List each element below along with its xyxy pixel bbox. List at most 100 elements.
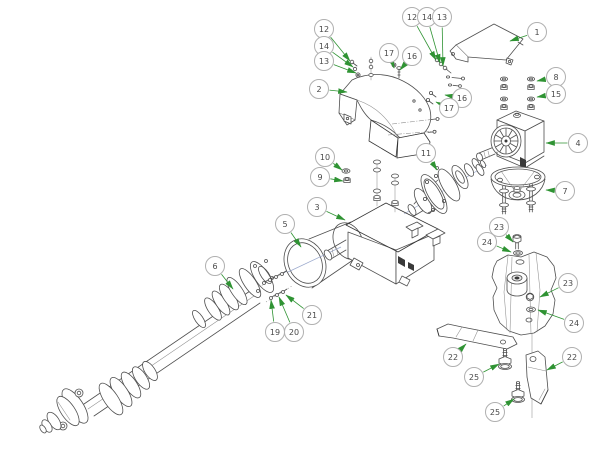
balloon-number: 11 — [421, 149, 431, 158]
callout-13: 13 — [314, 51, 357, 74]
leader-line — [483, 363, 500, 373]
balloon-number: 13 — [319, 57, 329, 66]
leader-line — [503, 398, 515, 407]
support-dish — [490, 166, 546, 215]
balloon-number: 17 — [444, 104, 454, 113]
leader-line — [330, 176, 344, 183]
balloon-number: 12 — [319, 25, 329, 34]
balloon-number: 19 — [270, 328, 280, 337]
leader-line — [330, 36, 351, 62]
balloon-number: 7 — [562, 187, 567, 196]
leader-line — [326, 211, 346, 221]
callout-17: 17 — [435, 98, 459, 118]
balloon-circle — [555, 181, 575, 201]
leader-line — [399, 61, 408, 71]
callout-23: 23 — [539, 273, 578, 298]
callout-12: 12 — [314, 19, 351, 62]
callout-22: 22 — [546, 347, 582, 371]
balloon-number: 24 — [569, 319, 579, 328]
callout-24: 24 — [477, 232, 512, 253]
callout-22: 22 — [443, 343, 467, 367]
balloon-circle — [527, 22, 547, 42]
leader-line — [536, 92, 547, 99]
leader-line — [429, 26, 441, 64]
leader-line — [539, 287, 559, 298]
callout-2: 2 — [309, 79, 348, 99]
balloon-number: 16 — [407, 52, 417, 61]
leader-line — [435, 101, 446, 109]
leader-line — [439, 27, 446, 67]
callout-10: 10 — [315, 147, 343, 171]
balloon-circle — [315, 147, 335, 167]
balloon-circle — [558, 273, 578, 293]
slip-clutch — [407, 158, 487, 217]
balloon-number: 23 — [563, 279, 573, 288]
balloon-circle — [302, 305, 322, 325]
left-blade — [436, 323, 518, 350]
balloon-number: 25 — [469, 373, 479, 382]
leader-line — [496, 245, 512, 253]
callout-12: 12 — [402, 7, 437, 61]
balloon-circle — [379, 43, 399, 63]
callout-24: 24 — [537, 309, 584, 333]
callout-17: 17 — [379, 43, 399, 69]
gearbox-studs-hardware — [341, 159, 399, 213]
nuts-washers-8-15 — [499, 76, 536, 110]
balloon-number: 21 — [307, 311, 317, 320]
callout-23: 23 — [489, 217, 514, 243]
right-gearbox — [476, 110, 545, 169]
blade-bolt-1 — [498, 348, 512, 370]
balloon-number: 12 — [407, 13, 417, 22]
leader-line — [333, 64, 357, 74]
balloon-number: 25 — [490, 408, 500, 417]
callout-5: 5 — [275, 214, 302, 248]
callout-13: 13 — [432, 7, 452, 67]
shaft-end-yoke — [39, 388, 89, 434]
callout-15: 15 — [536, 84, 566, 104]
callout-25: 25 — [464, 363, 500, 387]
leader-line — [429, 161, 438, 171]
balloon-circle — [489, 217, 509, 237]
balloon-number: 1 — [534, 28, 539, 37]
balloon-circle — [275, 214, 295, 234]
leader-line — [536, 76, 547, 82]
balloon-number: 2 — [316, 85, 321, 94]
shaft-upper-coupler — [192, 259, 275, 328]
callout-25: 25 — [485, 398, 515, 422]
balloon-circle — [309, 79, 329, 99]
balloon-number: 22 — [448, 353, 458, 362]
balloon-number: 14 — [319, 42, 329, 51]
leader-line — [444, 93, 455, 100]
balloon-circle — [568, 133, 588, 153]
balloon-number: 4 — [575, 139, 580, 148]
leader-line — [537, 309, 565, 320]
balloon-circle — [416, 143, 436, 163]
leader-line — [333, 162, 343, 171]
leader-line — [269, 299, 275, 322]
callout-8: 8 — [536, 67, 566, 87]
bolt-washer-above-carrier — [512, 234, 523, 256]
balloon-circle — [314, 51, 334, 71]
balloon-circle — [310, 167, 330, 187]
leader-line — [285, 294, 304, 309]
leader-line — [504, 233, 514, 243]
callout-14: 14 — [417, 7, 441, 64]
callout-3: 3 — [307, 197, 346, 221]
balloon-circle — [564, 313, 584, 333]
balloon-circle — [546, 84, 566, 104]
balloon-circle — [432, 7, 452, 27]
balloon-number: 22 — [567, 353, 577, 362]
leader-line — [457, 343, 467, 353]
balloon-circle — [284, 322, 304, 342]
callout-11: 11 — [416, 143, 438, 171]
balloon-number: 5 — [282, 220, 287, 229]
balloon-circle — [443, 347, 463, 367]
leader-line — [221, 274, 234, 290]
balloon-number: 8 — [553, 73, 558, 82]
balloon-circle — [562, 347, 582, 367]
callout-4: 4 — [545, 133, 588, 153]
leader-line — [278, 296, 291, 323]
